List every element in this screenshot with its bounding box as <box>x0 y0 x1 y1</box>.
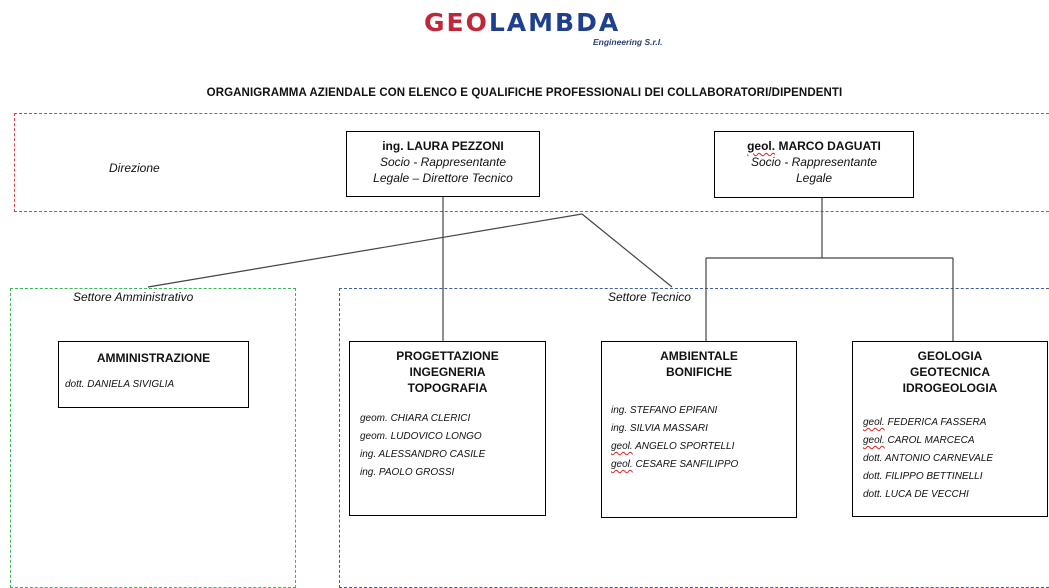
company-logo: GEOLAMBDA Engineering S.r.l. <box>424 8 684 52</box>
staff-member: geol. ANGELO SPORTELLI <box>611 441 735 452</box>
staff-member: geol. FEDERICA FASSERA <box>863 417 987 428</box>
department-title: IDROGEOLOGIA <box>902 381 998 395</box>
page-title: ORGANIGRAMMA AZIENDALE CON ELENCO E QUAL… <box>206 87 843 99</box>
person-role: Socio - Rappresentante <box>750 155 878 169</box>
department-box-geologia: GEOLOGIA GEOTECNICA IDROGEOLOGIA geol. F… <box>852 341 1048 517</box>
department-title: INGEGNERIA <box>409 365 486 379</box>
department-title: TOPOGRAFIA <box>407 381 488 395</box>
staff-member: geom. CHIARA CLERICI <box>360 413 471 424</box>
staff-list: geol. FEDERICA FASSERA geol. CAROL MARCE… <box>853 414 1047 504</box>
staff-member: dott. DANIELA SIVIGLIA <box>65 379 175 390</box>
org-connectors <box>147 196 954 341</box>
staff-member: dott. LUCA DE VECCHI <box>863 489 969 500</box>
staff-member: ing. ALESSANDRO CASILE <box>360 449 486 460</box>
staff-member: geol. CAROL MARCECA <box>863 435 975 446</box>
department-title: AMMINISTRAZIONE <box>96 351 211 365</box>
person-role: Legale – Direttore Tecnico <box>373 171 513 185</box>
person-box-daguati: geol. MARCO DAGUATI Socio - Rappresentan… <box>714 131 914 198</box>
logo-wordmark: GEOLAMBDA <box>424 8 620 38</box>
staff-member: ing. STEFANO EPIFANI <box>611 405 718 416</box>
department-title: GEOLOGIA <box>917 349 983 363</box>
logo-subtitle: Engineering S.r.l. <box>593 37 663 47</box>
connector-hub-amministrativo <box>147 213 583 288</box>
logo-word-a: GEO <box>424 8 489 37</box>
zone-label-tecnico: Settore Tecnico <box>608 290 691 304</box>
person-name: ing. LAURA PEZZONI <box>382 139 504 153</box>
zone-direzione <box>14 113 1049 212</box>
person-name: geol. MARCO DAGUATI <box>747 139 881 153</box>
staff-list: geom. CHIARA CLERICI geom. LUDOVICO LONG… <box>350 410 545 482</box>
department-box-progettazione: PROGETTAZIONE INGEGNERIA TOPOGRAFIA geom… <box>349 341 546 516</box>
person-box-pezzoni: ing. LAURA PEZZONI Socio - Rappresentant… <box>346 131 540 197</box>
staff-list: ing. STEFANO EPIFANI ing. SILVIA MASSARI… <box>602 402 796 474</box>
person-role: Socio - Rappresentante <box>379 155 507 169</box>
staff-member: geol. CESARE SANFILIPPO <box>611 459 739 470</box>
department-box-ambientale: AMBIENTALE BONIFICHE ing. STEFANO EPIFAN… <box>601 341 797 518</box>
department-title: AMBIENTALE <box>660 349 738 363</box>
department-title: GEOTECNICA <box>909 365 990 379</box>
staff-member: ing. PAOLO GROSSI <box>360 467 455 478</box>
staff-member: dott. FILIPPO BETTINELLI <box>863 471 983 482</box>
department-title: BONIFICHE <box>666 365 732 379</box>
zone-label-amministrativo: Settore Amministrativo <box>73 290 194 304</box>
zone-label-direzione: Direzione <box>109 161 160 175</box>
staff-member: geom. LUDOVICO LONGO <box>360 431 482 442</box>
staff-list: dott. DANIELA SIVIGLIA <box>59 376 248 394</box>
logo-word-b: LAMBDA <box>488 8 621 37</box>
connector-hub-tecnico <box>581 213 673 288</box>
staff-member: ing. SILVIA MASSARI <box>611 423 708 434</box>
staff-member: dott. ANTONIO CARNEVALE <box>863 453 994 464</box>
person-role: Legale <box>795 171 833 185</box>
department-title: PROGETTAZIONE <box>396 349 499 363</box>
department-box-amministrazione: AMMINISTRAZIONE dott. DANIELA SIVIGLIA <box>58 341 249 408</box>
